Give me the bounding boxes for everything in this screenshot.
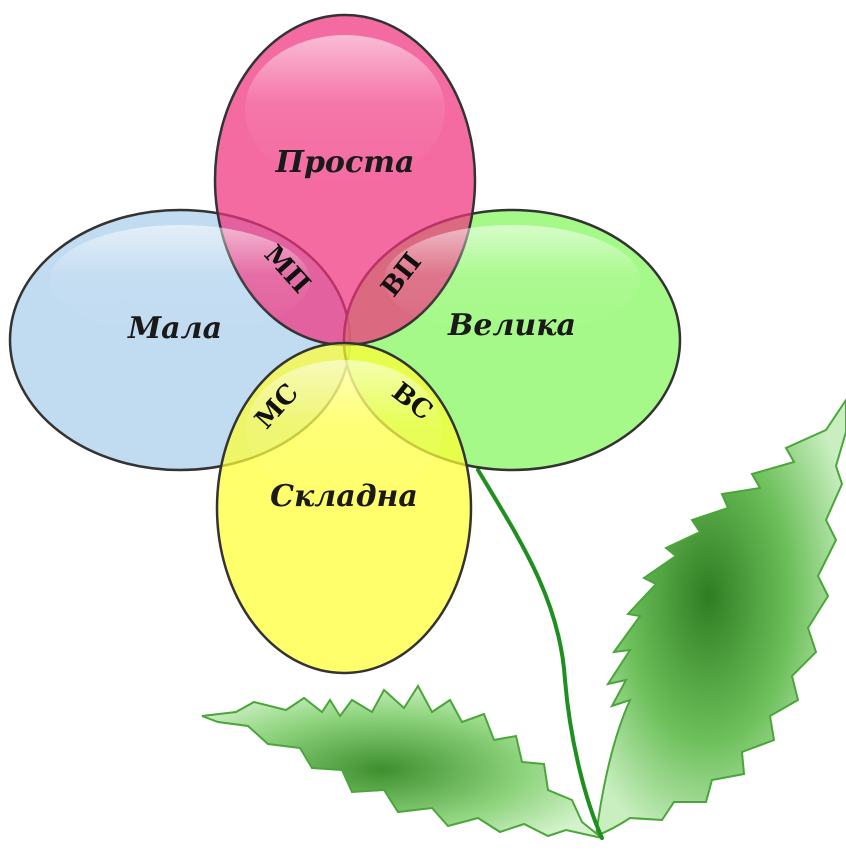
petal-right-label: Велика xyxy=(447,308,576,343)
petal-bottom-label: Складна xyxy=(270,479,418,514)
petal-top-label: Проста xyxy=(275,145,415,180)
petal-left-label: Мала xyxy=(127,311,222,346)
right-leaf xyxy=(596,400,846,836)
bottom-leaf xyxy=(202,686,602,838)
petals xyxy=(10,15,680,673)
